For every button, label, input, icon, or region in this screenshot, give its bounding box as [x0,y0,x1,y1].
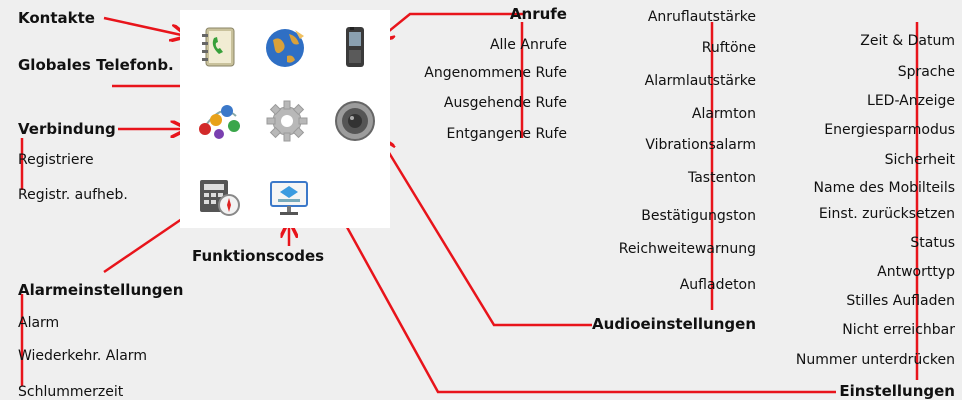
anrufe-item: Entgangene Rufe [446,126,568,142]
einstellungen-title: Einstellungen [839,382,955,400]
audio-item: Alarmlautstärke [644,73,756,89]
audio-item: Anruflautstärke [647,9,756,25]
gear-icon[interactable] [264,98,310,144]
funktionscodes-label: Funktionscodes [192,247,325,265]
audio-item: Bestätigungston [641,208,756,224]
contacts-icon[interactable] [196,24,242,70]
verbindung-item: Registr. aufheb. [18,187,128,203]
network-screen-icon[interactable] [266,174,312,220]
einstellungen-item: Energiesparmodus [824,122,955,138]
einstellungen-item: Zeit & Datum [860,33,955,49]
einstellungen-item: Stilles Aufladen [846,293,955,309]
audio-item: Tastenton [687,170,756,186]
kontakte-label: Kontakte [18,9,95,27]
einstellungen-item: Sprache [897,64,955,80]
connection-icon[interactable] [196,98,242,144]
audio-item: Vibrationsalarm [645,137,756,153]
alarm-item: Schlummerzeit [18,384,124,400]
audio-item: Aufladeton [679,277,756,293]
icon-panel [180,10,390,228]
globe-icon[interactable] [263,24,309,70]
speaker-icon[interactable] [332,98,378,144]
alarm-item: Wiederkehr. Alarm [18,348,147,364]
alarm-item: Alarm [18,315,60,331]
verbindung-item: Registriere [18,152,94,168]
einstellungen-item: Einst. zurücksetzen [818,206,955,222]
globales-telefonbuch-label: Globales Telefonb. [18,56,174,74]
audio-item: Reichweitewarnung [618,241,756,257]
anrufe-item: Angenommene Rufe [424,65,567,81]
audioeinstellungen-title: Audioeinstellungen [592,315,756,333]
calculator-compass-icon[interactable] [196,174,242,220]
einstellungen-item: LED-Anzeige [867,93,955,109]
einstellungen-item: Nicht erreichbar [842,322,955,338]
einstellungen-item: Antworttyp [877,264,955,280]
alarmeinstellungen-label: Alarmeinstellungen [18,281,184,299]
einstellungen-item: Name des Mobilteils [813,180,955,196]
kontakte-arrow [103,16,186,36]
audio-item: Ruftöne [701,40,756,56]
einstellungen-item: Status [910,235,955,251]
verbindung-label: Verbindung [18,120,116,138]
einstellungen-item: Nummer unterdrücken [795,352,955,368]
anrufe-title: Anrufe [509,5,567,23]
anrufe-item: Ausgehende Rufe [443,95,567,111]
einstellungen-item: Sicherheit [884,152,955,168]
anrufe-item: Alle Anrufe [489,37,567,53]
audio-item: Alarmton [691,106,756,122]
audio-arrow [380,138,592,327]
phone-icon[interactable] [332,24,378,70]
